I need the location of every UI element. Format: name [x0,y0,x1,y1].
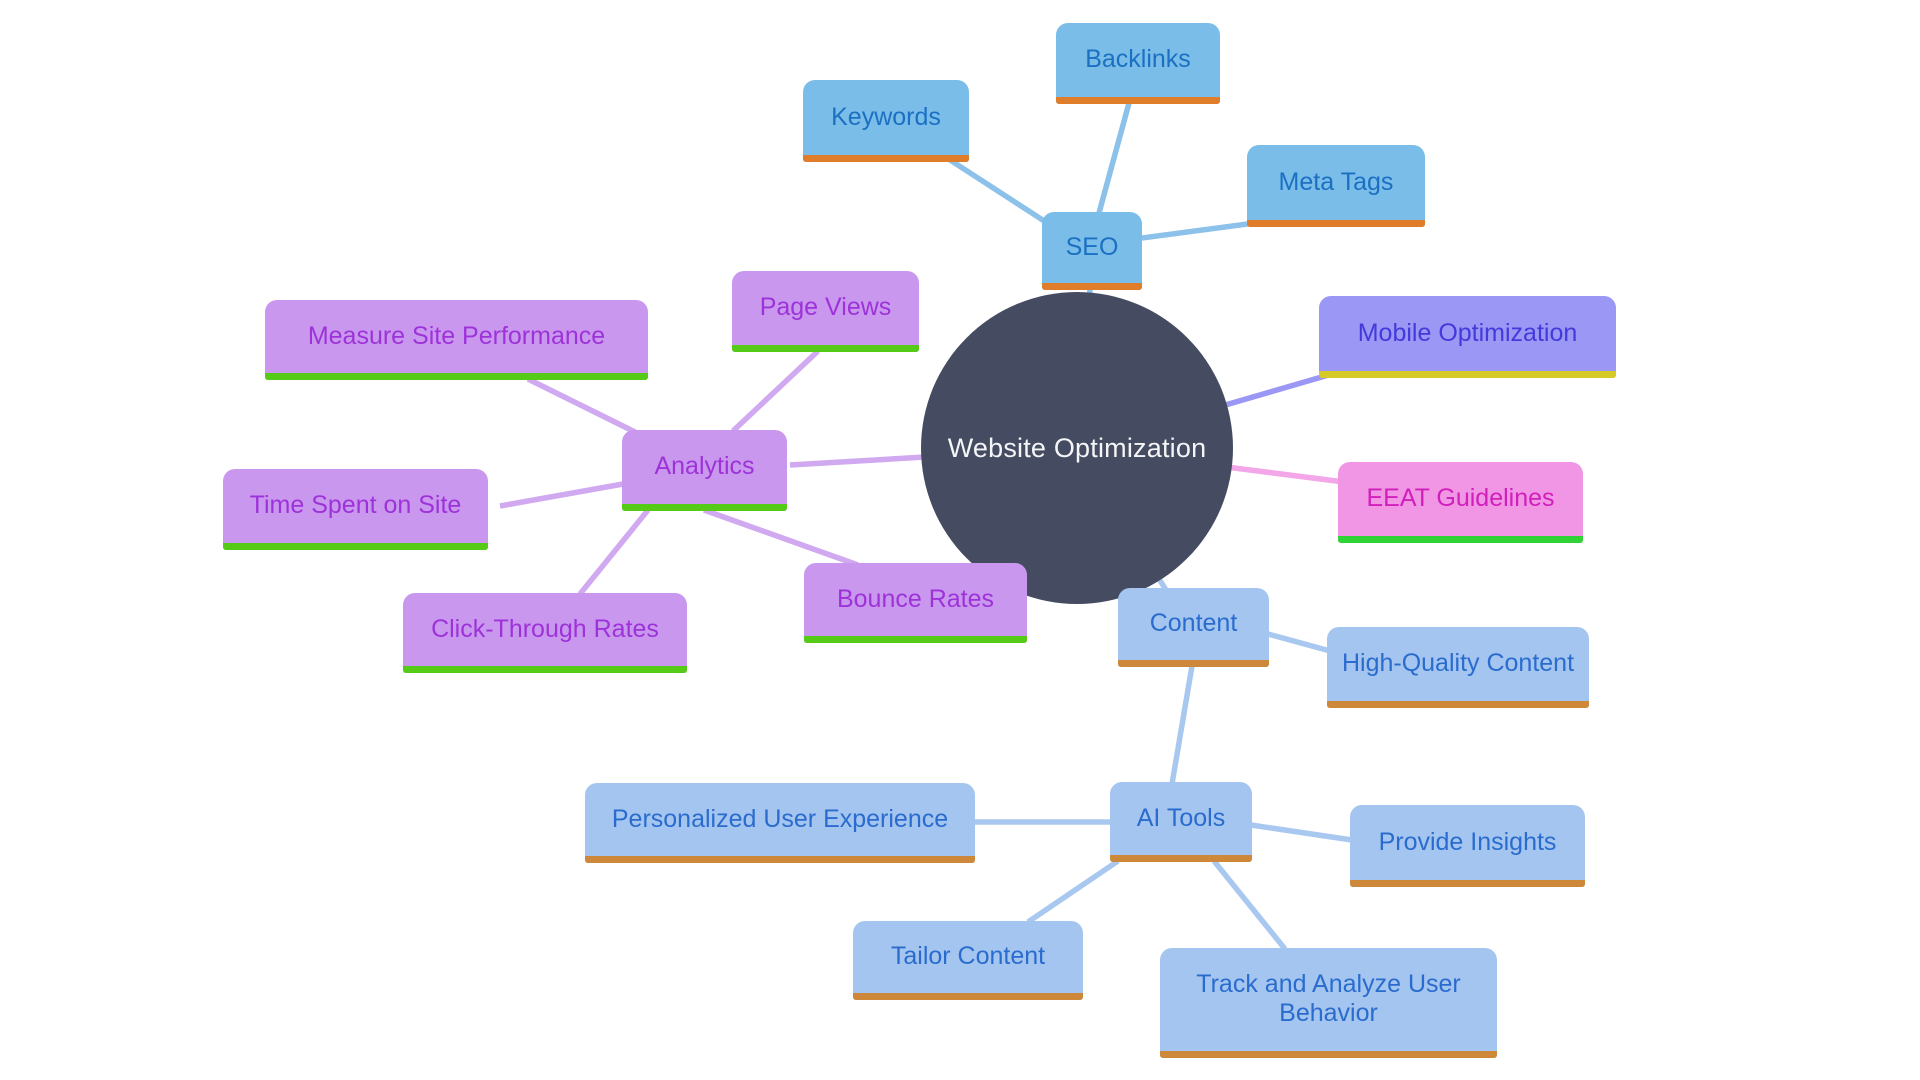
edge-analytics-time-spent [499,481,624,509]
edge-keywords-seo [945,155,1057,231]
node-label: Personalized User Experience [611,804,949,833]
node-label: Click-Through Rates [431,614,659,643]
node-content[interactable]: Content [1118,588,1269,667]
node-label: Track and Analyze User Behavior [1196,970,1461,1027]
node-underline [732,345,919,352]
edge-analytics-bounce [703,507,859,568]
node-underline [1110,855,1252,862]
node-underline [1118,660,1269,667]
node-label: Keywords [831,102,941,131]
node-ai-tools[interactable]: AI Tools [1110,782,1252,862]
node-underline [1350,880,1585,887]
node-seo[interactable]: SEO [1042,212,1142,290]
node-underline [1056,97,1220,104]
node-label: SEO [1065,232,1119,261]
node-track-and-analyze-user-behavior[interactable]: Track and Analyze User Behavior [1160,948,1497,1058]
node-provide-insights[interactable]: Provide Insights [1350,805,1585,887]
node-underline [403,666,687,673]
edge-analytics-measure [526,376,639,436]
node-high-quality-content[interactable]: High-Quality Content [1327,627,1589,708]
node-underline [1247,220,1425,227]
node-label: Page Views [759,293,892,322]
node-bounce-rates[interactable]: Bounce Rates [804,563,1027,643]
edge-backlinks-seo [1096,102,1132,214]
node-underline [1042,283,1142,290]
node-label: EEAT Guidelines [1366,484,1555,513]
node-label: Bounce Rates [836,584,995,613]
edge-ai-tools-track [1211,859,1288,951]
node-meta-tags[interactable]: Meta Tags [1247,145,1425,227]
node-personalized-user-experience[interactable]: Personalized User Experience [585,783,975,863]
node-label: AI Tools [1136,803,1226,832]
node-label: Mobile Optimization [1357,318,1578,347]
node-underline [585,856,975,863]
node-time-spent-on-site[interactable]: Time Spent on Site [223,469,488,550]
node-underline [1327,701,1589,708]
node-underline [265,373,648,380]
node-click-through-rates[interactable]: Click-Through Rates [403,593,687,673]
node-label: Content [1149,609,1238,638]
node-underline [1338,536,1583,543]
node-label: Provide Insights [1378,827,1557,856]
node-underline [803,155,969,162]
node-label: Time Spent on Site [249,491,462,520]
node-underline [1319,371,1616,378]
node-page-views[interactable]: Page Views [732,271,919,352]
edge-ai-tools-tailor [1026,858,1120,925]
node-underline [853,993,1083,1000]
edge-analytics-page-views [731,348,820,434]
node-mobile-optimization[interactable]: Mobile Optimization [1319,296,1616,378]
node-label: Backlinks [1085,45,1191,74]
edge-ai-tools-provide-insights [1250,822,1353,843]
node-analytics[interactable]: Analytics [622,430,787,511]
center-node-website-optimization[interactable]: Website Optimization [921,292,1233,604]
edge-content-ai-tools [1169,665,1195,785]
node-underline [804,636,1027,643]
node-underline [223,543,488,550]
node-tailor-content[interactable]: Tailor Content [853,921,1083,1000]
node-label: Meta Tags [1278,167,1394,196]
node-eeat-guidelines[interactable]: EEAT Guidelines [1338,462,1583,543]
node-underline [1160,1051,1497,1058]
node-keywords[interactable]: Keywords [803,80,969,162]
node-underline [622,504,787,511]
edge-analytics-click-through [577,508,651,596]
node-backlinks[interactable]: Backlinks [1056,23,1220,104]
node-label: Measure Site Performance [307,321,606,350]
node-label: Analytics [654,452,755,481]
node-label: High-Quality Content [1341,649,1575,678]
center-node-label: Website Optimization [947,432,1207,463]
node-label: Tailor Content [890,942,1046,971]
node-measure-site-performance[interactable]: Measure Site Performance [265,300,648,380]
